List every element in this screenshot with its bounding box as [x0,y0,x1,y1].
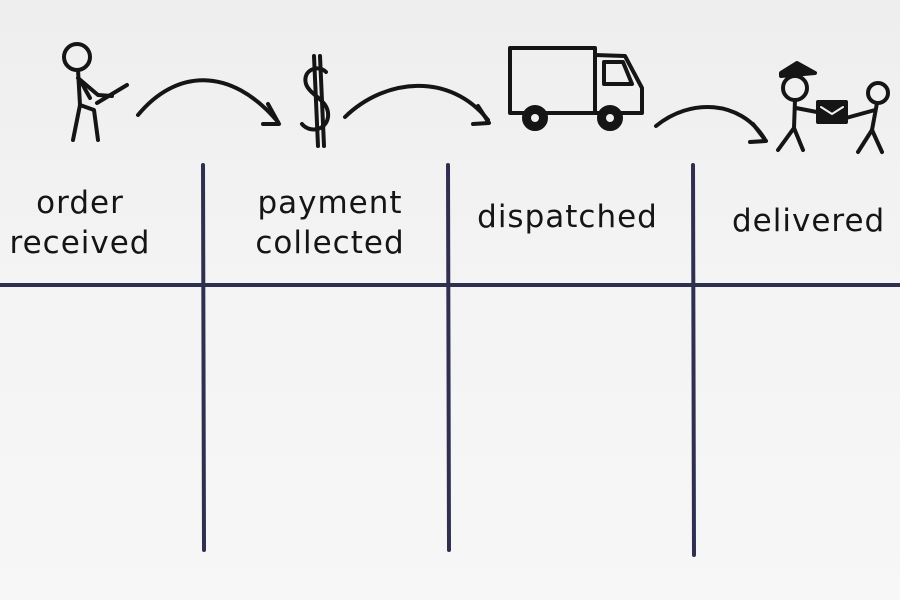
stage-label-line: collected [255,225,405,261]
stage-label-payment-collected: payment collected [225,183,435,263]
dollar-sign-icon [300,54,331,148]
courier-handing-parcel-icon [776,61,890,154]
stage-label-line: order [36,185,124,221]
stage-label-delivered: delivered [732,201,900,241]
divider-3 [691,163,696,557]
divider-2 [446,163,451,552]
arrow-2-icon [343,83,491,126]
arrow-1-icon [136,78,281,126]
stage-label-line: payment [257,185,403,221]
delivery-van-icon [508,46,644,131]
stage-label-line: dispatched [477,199,658,235]
person-with-laptop-icon [62,42,129,142]
arrow-3-icon [654,105,768,144]
stage-label-line: received [9,225,151,261]
stage-label-order-received: order received [0,183,185,263]
stage-label-dispatched: dispatched [460,197,675,237]
divider-1 [201,163,206,552]
stage-label-line: delivered [732,203,886,239]
